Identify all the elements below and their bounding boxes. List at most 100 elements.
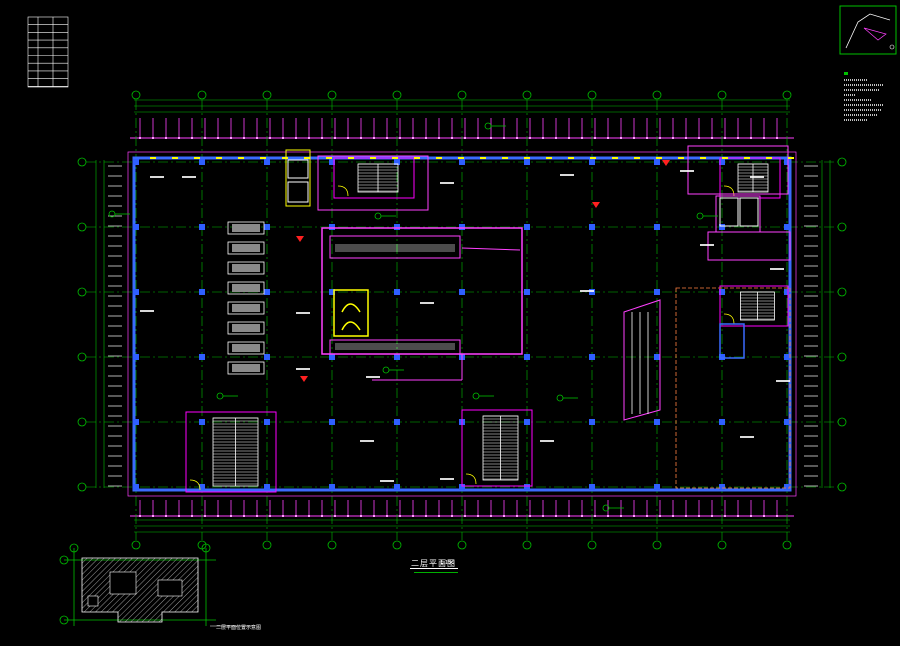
room-label [296, 368, 310, 370]
room-label [440, 182, 454, 184]
column [459, 159, 465, 165]
column [264, 159, 270, 165]
column [784, 419, 790, 425]
column [459, 289, 465, 295]
car-stall [227, 341, 265, 355]
key-plan [59, 543, 252, 627]
column [589, 484, 595, 490]
window-mark [326, 157, 332, 159]
axis-bubble-left [77, 157, 87, 167]
column [784, 289, 790, 295]
column [394, 484, 400, 490]
window-mark [238, 157, 244, 159]
axis-bubble-right [837, 157, 847, 167]
door-swing [465, 473, 477, 485]
drawing-scale: 1:150 [440, 560, 455, 566]
window-mark [282, 157, 288, 159]
room-label [776, 380, 790, 382]
ramp-right [623, 299, 661, 421]
room-label [420, 302, 434, 304]
drawing-title: 二层平面图 [411, 559, 456, 568]
column [264, 289, 270, 295]
column [133, 354, 139, 360]
window-mark [722, 157, 728, 159]
column [719, 289, 725, 295]
car-stall [227, 281, 265, 295]
window-mark [766, 157, 772, 159]
column [394, 224, 400, 230]
column [719, 159, 725, 165]
room-label [740, 436, 754, 438]
top-core [285, 145, 789, 211]
car-stall [227, 241, 265, 255]
axis-bubble-bottom [457, 540, 467, 550]
axis-bubble-top [262, 90, 272, 100]
column [329, 289, 335, 295]
column [199, 484, 205, 490]
axis-bubble-bottom [262, 540, 272, 550]
car-stall [227, 361, 265, 375]
column [199, 224, 205, 230]
window-mark [678, 157, 684, 159]
column [199, 289, 205, 295]
car-stall [227, 261, 265, 275]
column [394, 354, 400, 360]
column [133, 289, 139, 295]
column [199, 354, 205, 360]
window-mark [546, 157, 552, 159]
column [654, 484, 660, 490]
axis-grid [86, 100, 838, 540]
notes-marker [844, 72, 848, 75]
column [654, 159, 660, 165]
car-stall [227, 221, 265, 235]
room-label [440, 478, 454, 480]
column [329, 484, 335, 490]
column [784, 484, 790, 490]
door-swing [723, 313, 735, 325]
window-mark [194, 157, 200, 159]
room-label [680, 170, 694, 172]
column [133, 159, 139, 165]
window-mark [150, 157, 156, 159]
axis-bubble-top [131, 90, 141, 100]
axis-bubble-top [717, 90, 727, 100]
legend-table [27, 16, 69, 88]
stair-cores [185, 157, 789, 493]
column [524, 289, 530, 295]
axis-bubble-left [77, 482, 87, 492]
window-mark [590, 157, 596, 159]
axis-bubble-left [77, 222, 87, 232]
room-label [296, 312, 310, 314]
window-mark [656, 157, 662, 159]
column [654, 289, 660, 295]
window-mark [502, 157, 508, 159]
window-mark [436, 157, 442, 159]
axis-bubble-top [457, 90, 467, 100]
column [524, 159, 530, 165]
column [329, 224, 335, 230]
parking-stalls [227, 221, 265, 375]
window-mark [568, 157, 574, 159]
structural-columns [133, 159, 790, 490]
axis-bubble-top [327, 90, 337, 100]
axis-bubble-bottom [717, 540, 727, 550]
room-label [366, 376, 380, 378]
car-shape [232, 244, 260, 252]
room-label [750, 176, 764, 178]
level-marker [662, 160, 670, 166]
car-shape [232, 324, 260, 332]
window-mark [172, 157, 178, 159]
room-label [140, 310, 154, 312]
axis-bubble-bottom [782, 540, 792, 550]
column [784, 159, 790, 165]
column [524, 484, 530, 490]
window-mark [700, 157, 706, 159]
window-mark [744, 157, 750, 159]
stair-core-wall [185, 411, 277, 493]
car-stall [227, 321, 265, 335]
car-shape [232, 304, 260, 312]
title-subline [414, 572, 458, 573]
window-mark [392, 157, 398, 159]
axis-bubble-right [837, 352, 847, 362]
level-marker [592, 202, 600, 208]
